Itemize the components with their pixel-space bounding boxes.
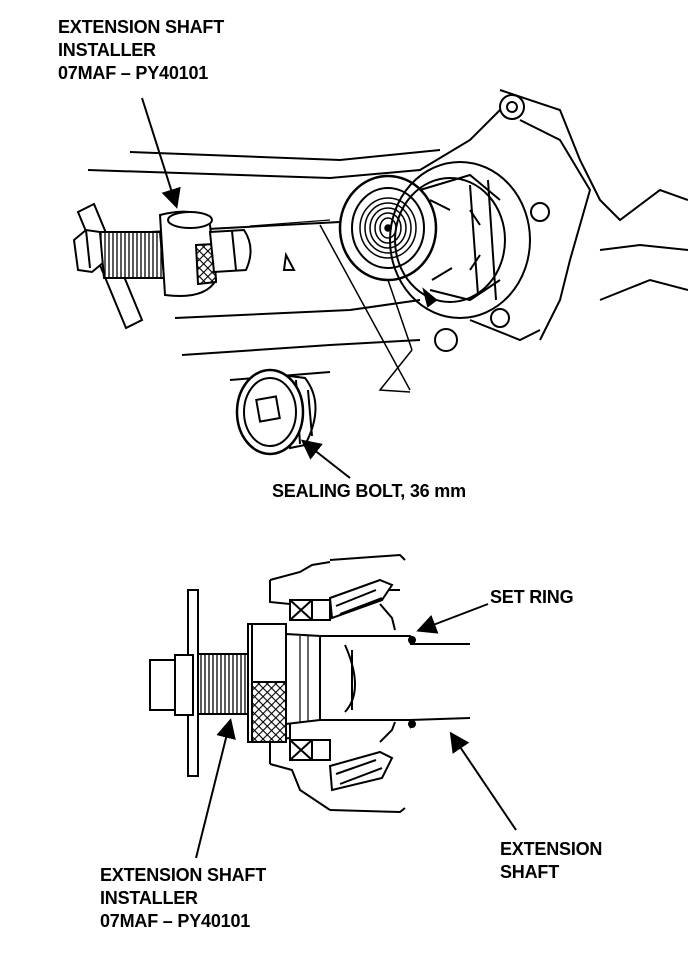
section-tool-label-line-1: EXTENSION SHAFT	[100, 865, 267, 885]
transmission-case	[87, 89, 688, 393]
top-leader-lines	[141, 97, 351, 479]
sealing-bolt	[235, 368, 317, 456]
section-tool-label-line-3: 07MAF – PY40101	[100, 911, 251, 931]
extension-shaft-label: EXTENSION SHAFT	[500, 838, 602, 884]
set-ring-leader	[416, 603, 489, 634]
tool-leader-top	[141, 97, 181, 209]
extension-shaft	[312, 635, 471, 729]
extension-shaft-label-line-2: SHAFT	[500, 862, 559, 882]
installer-tool-section	[149, 589, 321, 777]
extension-shaft-label-line-1: EXTENSION	[500, 839, 603, 859]
top-tool-label: EXTENSION SHAFT INSTALLER 07MAF – PY4010…	[58, 16, 224, 85]
top-tool-label-line-3: 07MAF – PY40101	[58, 63, 209, 83]
tool-leader-section	[195, 718, 236, 859]
section-tool-label-line-2: INSTALLER	[100, 888, 198, 908]
set-ring-label: SET RING	[490, 587, 574, 607]
top-tool-label-line-1: EXTENSION SHAFT	[58, 17, 225, 37]
bearing-races	[289, 599, 331, 761]
top-tool-label-line-2: INSTALLER	[58, 40, 156, 60]
bolt-leader	[300, 439, 351, 479]
oil-seal	[359, 197, 417, 259]
section-housing	[269, 553, 406, 814]
sealing-bolt-label: SEALING BOLT, 36 mm	[272, 481, 466, 501]
installer-tool-top	[72, 202, 252, 330]
section-tool-label: EXTENSION SHAFT INSTALLER 07MAF – PY4010…	[100, 864, 266, 933]
shaft-leader	[449, 731, 517, 831]
section-leader-lines	[195, 603, 517, 859]
